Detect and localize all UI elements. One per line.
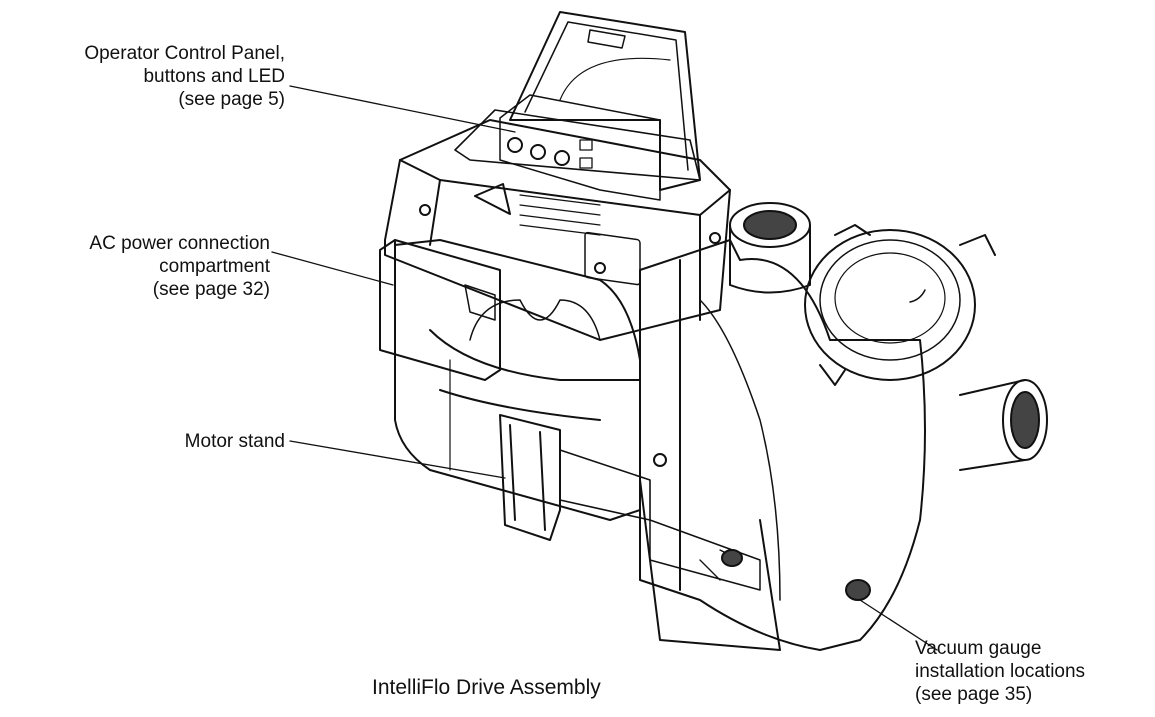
pump-base <box>639 479 781 651</box>
label-vacuum-gauge-line1: Vacuum gauge <box>915 638 1042 659</box>
drive-box <box>384 109 731 341</box>
panel-button-1 <box>507 137 523 153</box>
ac-power-compartment <box>379 239 501 381</box>
label-vacuum-gauge-line2: installation locations <box>915 661 1086 682</box>
label-ac-power: AC power connection compartment (see pag… <box>89 232 270 301</box>
panel-lid <box>509 11 701 191</box>
label-control-panel-line3: (see page 5) <box>178 89 285 110</box>
pump-housing <box>639 239 926 651</box>
label-ac-power-line3: (see page 32) <box>152 279 270 300</box>
leader-control-panel <box>289 85 516 133</box>
panel-button-3 <box>554 150 570 166</box>
vacuum-gauge-plug <box>845 579 871 601</box>
panel-button-2 <box>530 144 546 160</box>
leader-motor-stand <box>289 440 506 479</box>
label-control-panel: Operator Control Panel, buttons and LED … <box>84 42 285 111</box>
strainer-lid <box>804 224 996 386</box>
leader-vacuum-gauge <box>859 599 938 651</box>
leader-ac-power <box>271 251 394 286</box>
label-ac-power-line1: AC power connection <box>89 233 270 254</box>
label-control-panel-line2: buttons and LED <box>143 66 285 87</box>
label-motor-stand-line1: Motor stand <box>184 431 285 452</box>
figure-caption: IntelliFlo Drive Assembly <box>372 676 601 699</box>
leader-lines <box>271 85 938 651</box>
label-control-panel-line1: Operator Control Panel, <box>84 43 285 64</box>
label-vacuum-gauge-line3: (see page 35) <box>915 684 1033 705</box>
motor-stand <box>499 414 651 541</box>
outlet-port <box>959 379 1048 471</box>
label-motor-stand: Motor stand <box>185 430 285 453</box>
label-vacuum-gauge: Vacuum gauge installation locations (see… <box>915 637 1085 706</box>
label-ac-power-line2: compartment <box>159 256 270 277</box>
control-panel <box>499 94 661 286</box>
motor-body <box>394 239 641 521</box>
